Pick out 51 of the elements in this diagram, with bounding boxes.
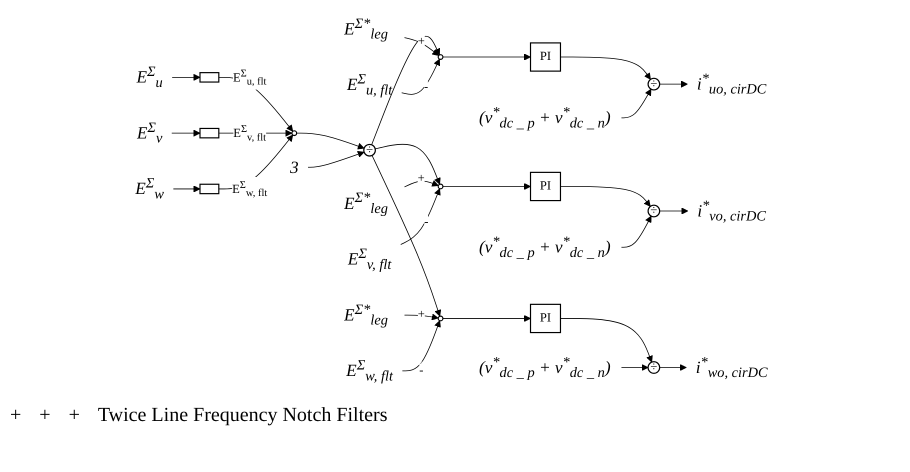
node-box	[199, 184, 220, 194]
edge-label: -	[424, 215, 428, 229]
node-circle: ÷	[648, 204, 660, 218]
edge-label: +	[418, 34, 425, 48]
node-circle	[438, 316, 444, 322]
arrow	[402, 320, 441, 372]
node-circle	[438, 184, 444, 190]
arrow	[659, 80, 688, 88]
arrow	[400, 188, 441, 245]
arrow	[442, 315, 531, 322]
node-box: PI	[530, 172, 562, 202]
sign-label: +	[68, 404, 80, 427]
arrow	[172, 74, 200, 81]
edge-label: +	[418, 172, 425, 186]
node-box	[199, 72, 220, 83]
node-text: 3	[290, 157, 299, 178]
arrow	[372, 155, 442, 317]
sign-label: +	[10, 404, 22, 427]
node-circle: ÷	[648, 78, 660, 91]
arrow	[560, 56, 651, 80]
arrow	[621, 88, 652, 118]
node-box	[199, 128, 220, 138]
arrow	[560, 318, 653, 362]
node-text: (v$^{*}$$_{dc _ p}$ + v$^{*}$$_{dc _ n}$)	[478, 104, 611, 130]
edge-label: -	[424, 80, 428, 94]
node-box: PI	[530, 42, 562, 72]
node-circle: ÷	[363, 144, 376, 157]
caption-text: Twice Line Frequency Notch Filters	[98, 404, 388, 427]
arrow	[172, 186, 200, 192]
node-box: PI	[530, 304, 562, 334]
node-text: (v$^{*}$$_{dc _ p}$ + v$^{*}$$_{dc _ n}$)	[478, 233, 611, 260]
arrow	[296, 132, 364, 150]
arrow	[659, 364, 687, 371]
sign-label: +	[39, 404, 51, 427]
node-circle	[291, 130, 298, 136]
edge-label: -	[419, 364, 424, 378]
arrow	[442, 54, 531, 60]
node-circle	[438, 54, 444, 60]
arrow	[560, 186, 651, 207]
arrow	[621, 364, 648, 371]
arrow	[404, 37, 440, 56]
arrow	[659, 208, 688, 214]
node-text: (v$^{*}$$_{dc _ p}$ + v$^{*}$$_{dc _ n}$)	[478, 354, 611, 380]
arrow	[308, 150, 364, 168]
arrow	[404, 314, 439, 320]
arrow	[442, 183, 531, 190]
arrow	[171, 130, 200, 137]
arrow	[621, 216, 652, 248]
arrow	[404, 180, 439, 188]
edge-label: +	[418, 308, 425, 322]
node-circle: ÷	[648, 361, 660, 374]
